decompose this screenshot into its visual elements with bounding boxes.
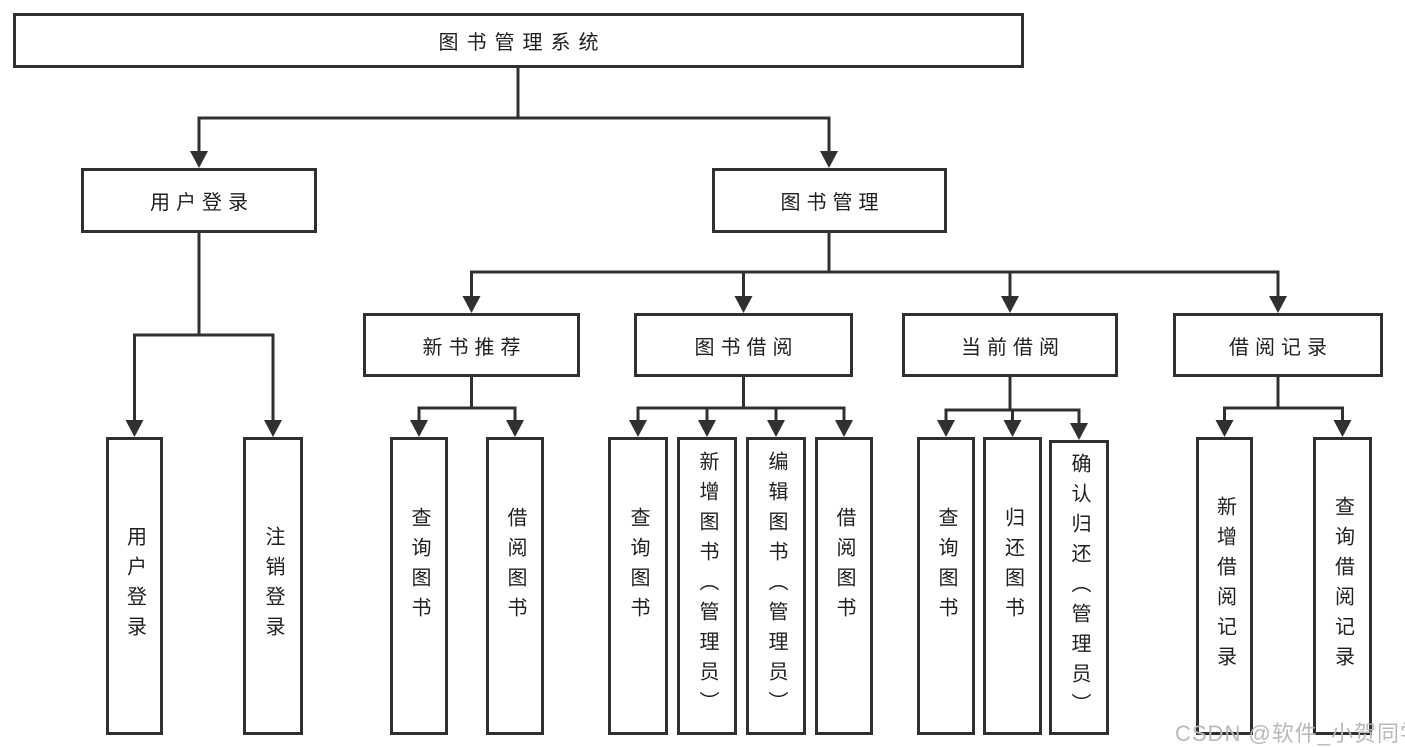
node-label: 借阅记录 [1229,336,1333,359]
leaf-records-add-record: 新增借阅记录 [1196,437,1253,735]
node-label: 图书管理系统 [438,32,607,54]
node-label: 确认归还（管理员） [1068,452,1090,723]
csdn-watermark: CSDN @软件_小贺同学 [1175,721,1405,746]
node-label: 查询图书 [408,507,430,627]
leaf-borrow-add-books-admin: 新增图书（管理员） [677,437,737,735]
node-label: 用户登录 [150,192,254,214]
leaf-current-return-books: 归还图书 [983,437,1042,735]
node-label: 图书管理 [780,192,885,214]
leaf-current-query-books: 查询图书 [917,437,975,735]
node-library-management-system: 图书管理系统 [13,13,1024,68]
leaf-user-login: 用户登录 [106,437,163,735]
leaf-borrow-borrow-books: 借阅图书 [815,437,873,735]
node-label: 注销登录 [262,526,284,646]
arrowheads [125,151,1352,440]
node-book-management: 图书管理 [712,168,947,233]
node-label: 归还图书 [1001,507,1024,627]
node-label: 新增借阅记录 [1213,496,1236,676]
node-label: 编辑图书（管理员） [765,451,787,721]
leaf-recommend-borrow-books: 借阅图书 [486,437,544,735]
node-label: 借阅图书 [504,507,526,627]
leaf-records-query-record: 查询借阅记录 [1313,437,1372,735]
node-label: 用户登录 [123,526,146,646]
leaf-current-confirm-return-admin: 确认归还（管理员） [1049,440,1109,735]
node-label: 当前借阅 [961,336,1065,359]
node-label: 查询图书 [627,507,649,627]
node-label: 查询借阅记录 [1331,496,1354,676]
node-label: 图书借阅 [694,336,799,359]
leaf-borrow-query-books: 查询图书 [608,437,668,735]
leaf-recommend-query-books: 查询图书 [390,437,448,735]
node-user-login: 用户登录 [81,168,317,233]
node-borrowing-records: 借阅记录 [1173,313,1383,377]
node-label: 借阅图书 [833,507,855,627]
node-current-borrowing: 当前借阅 [902,313,1118,377]
node-label: 查询图书 [935,507,957,627]
node-book-borrowing: 图书借阅 [634,313,853,377]
node-label: 新增图书（管理员） [696,451,718,721]
leaf-logout-login: 注销登录 [243,437,303,735]
tree-edges [133,66,1344,425]
leaf-borrow-edit-books-admin: 编辑图书（管理员） [746,437,806,735]
node-new-book-recommendation: 新书推荐 [363,313,580,377]
node-label: 新书推荐 [422,336,527,359]
